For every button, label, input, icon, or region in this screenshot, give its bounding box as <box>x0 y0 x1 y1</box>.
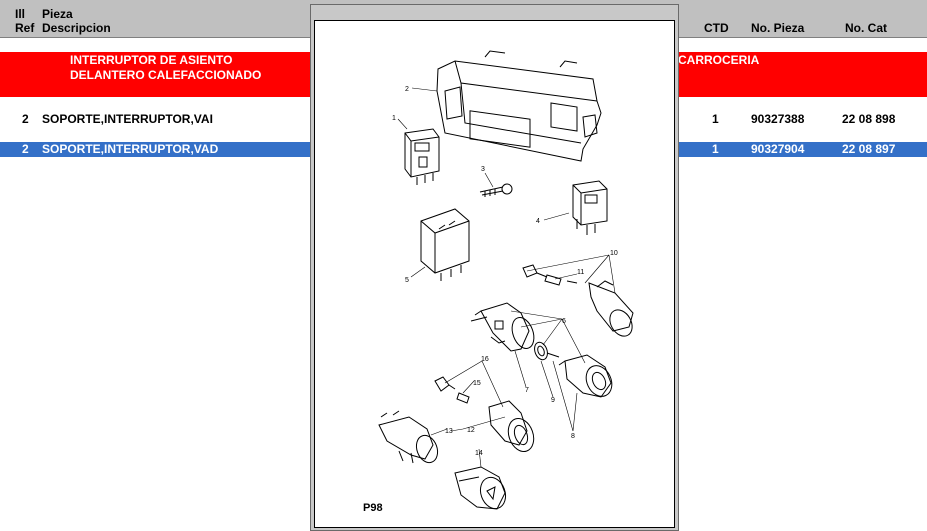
callout-13: 13 <box>445 428 453 435</box>
callout-16: 16 <box>481 356 489 363</box>
relay-4-illustration <box>572 180 608 235</box>
group-title-line1: INTERRUPTOR DE ASIENTO <box>70 53 233 67</box>
callout-11: 11 <box>577 269 584 276</box>
screw-illustration <box>479 183 513 197</box>
callout-4: 4 <box>536 218 540 225</box>
row-ref: 2 <box>22 112 29 126</box>
callout-14: 14 <box>475 450 483 457</box>
col-description-header: Descripcion <box>42 21 111 35</box>
row-part-number: 90327388 <box>751 112 805 126</box>
callout-3: 3 <box>481 166 485 173</box>
callout-2: 2 <box>405 86 409 93</box>
row-cat-number: 22 08 897 <box>842 142 896 156</box>
relay-1-illustration <box>404 128 440 185</box>
callout-numbers: 2 1 3 4 5 10 11 6 7 9 8 16 15 13 12 14 <box>392 86 618 457</box>
callout-5: 5 <box>405 277 409 284</box>
table-row[interactable]: 2 SOPORTE,INTERRUPTOR,VAI 1 90327388 22 … <box>0 111 927 127</box>
washer-illustration <box>534 341 560 361</box>
col-ref-header: Ref <box>15 21 35 35</box>
callout-9: 9 <box>551 397 555 404</box>
plate-label: P98 <box>363 502 383 514</box>
col-ill-header: Ill <box>15 7 26 21</box>
row-part-number: 90327904 <box>751 142 805 156</box>
row-ref: 2 <box>22 142 29 156</box>
row-cat-number: 22 08 898 <box>842 112 896 126</box>
illustration-panel: 2 1 3 4 5 10 11 6 7 9 8 16 15 13 12 14 P… <box>314 20 675 528</box>
callout-6: 6 <box>562 318 566 325</box>
row-qty: 1 <box>712 142 719 156</box>
row-description: SOPORTE,INTERRUPTOR,VAD <box>42 142 219 156</box>
col-part-number-header: No. Pieza <box>751 21 805 35</box>
lighter-socket-illustration <box>470 302 535 352</box>
group-title-line2: DELANTERO CALEFACCIONADO <box>70 68 262 82</box>
lighter-element-illustration <box>558 354 613 398</box>
bracket-illustration <box>436 50 602 162</box>
callout-10: 10 <box>610 250 618 257</box>
callout-12: 12 <box>467 427 475 434</box>
callout-15: 15 <box>473 380 481 387</box>
lighter-housing-illustration <box>378 410 439 464</box>
illustration-popup[interactable]: 2 1 3 4 5 10 11 6 7 9 8 16 15 13 12 14 P… <box>310 4 679 531</box>
exploded-parts-diagram: 2 1 3 4 5 10 11 6 7 9 8 16 15 13 12 14 <box>378 50 634 510</box>
ashtray-socket-illustration <box>488 400 535 452</box>
callout-1: 1 <box>392 115 396 122</box>
callout-8: 8 <box>571 433 575 440</box>
leader-lines <box>397 87 616 468</box>
lighter-knob-illustration <box>454 466 507 510</box>
col-cat-number-header: No. Cat <box>845 21 887 35</box>
col-piece-header: Pieza <box>42 7 73 21</box>
group-section: CARROCERIA <box>678 53 760 67</box>
row-description: SOPORTE,INTERRUPTOR,VAI <box>42 112 213 126</box>
row-qty: 1 <box>712 112 719 126</box>
callout-7: 7 <box>525 387 529 394</box>
flasher-module-illustration <box>420 208 470 281</box>
bulb-holder-illustration <box>522 264 634 337</box>
small-bulb-illustration <box>434 376 470 404</box>
col-qty-header: CTD <box>704 21 729 35</box>
